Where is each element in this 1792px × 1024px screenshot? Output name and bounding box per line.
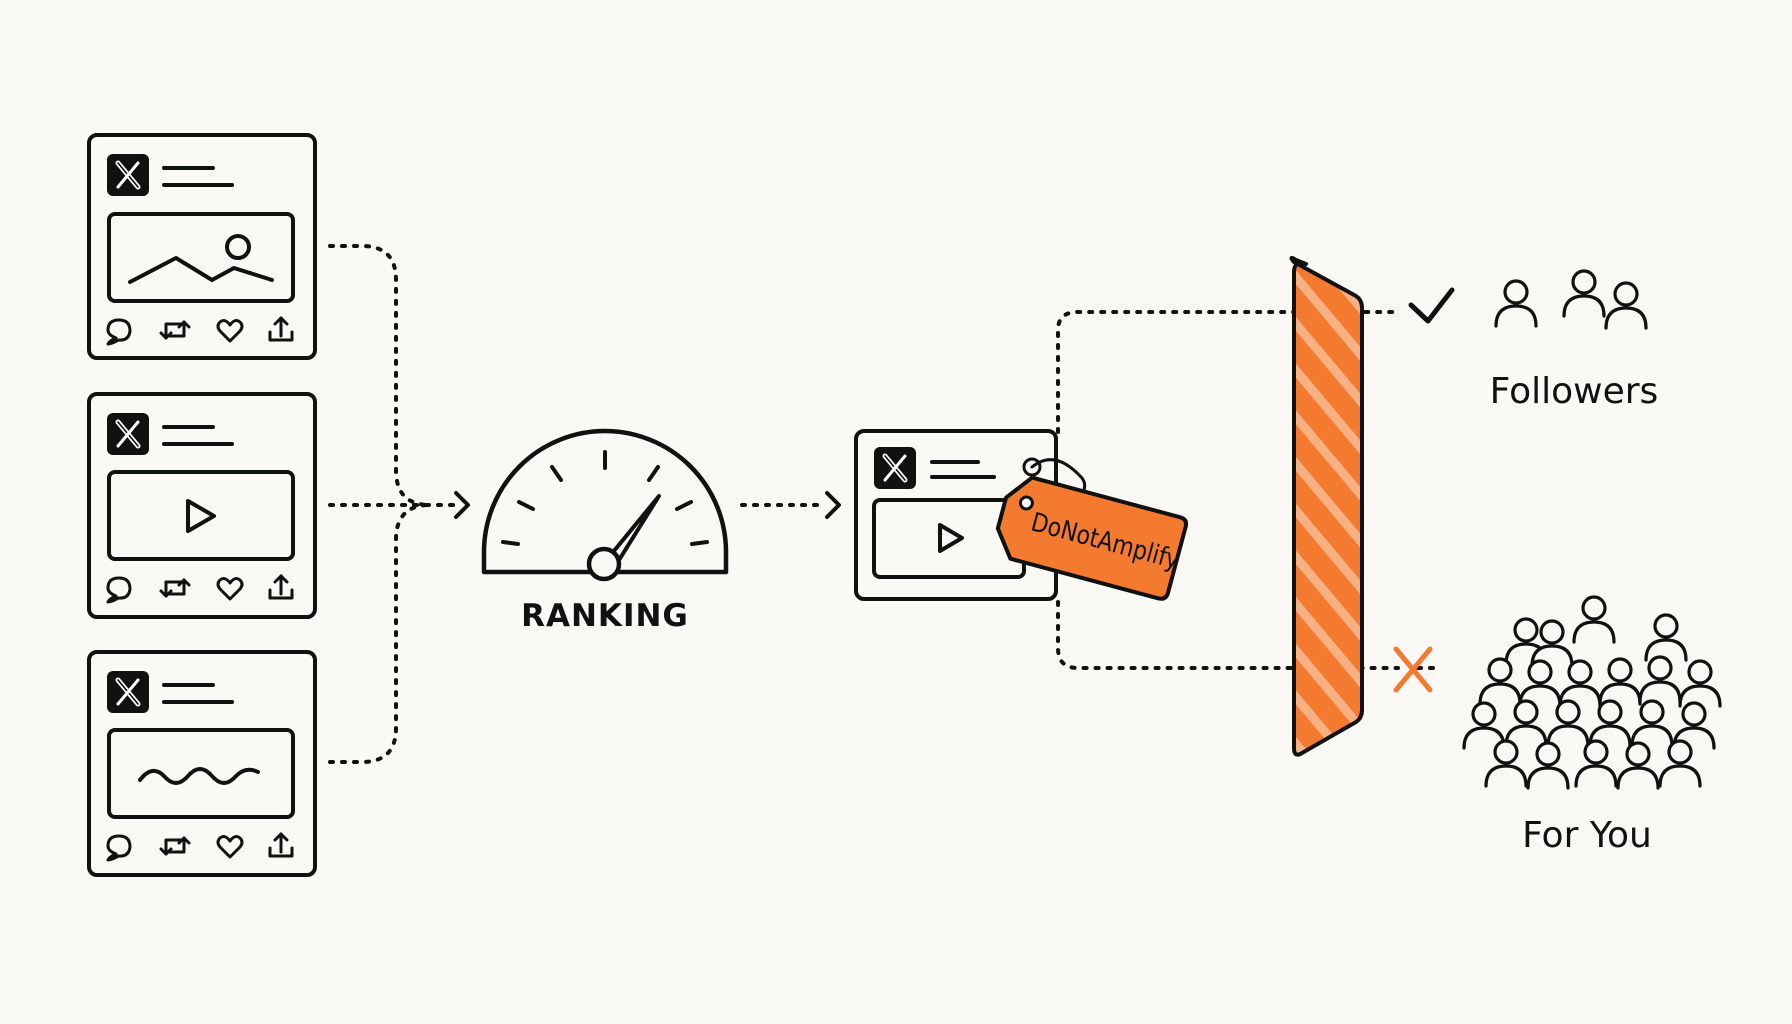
x-logo-icon [874, 447, 916, 489]
person-icon [1518, 659, 1562, 708]
person-icon [1546, 699, 1590, 748]
arrow-head-icon [825, 491, 841, 519]
followers-label: Followers [1490, 371, 1659, 412]
for-you-crowd-icon [1462, 595, 1722, 790]
person-icon [1558, 659, 1602, 708]
person-icon [1494, 279, 1538, 328]
gauge-ticks [501, 450, 709, 546]
post-card-video [87, 392, 317, 619]
person-icon [1526, 741, 1570, 790]
person-icon [1638, 655, 1682, 704]
squiggle-text-icon [138, 767, 260, 785]
person-icon [1574, 739, 1618, 788]
tag-ring [1022, 457, 1042, 477]
post-media-image [107, 212, 295, 303]
arrow-head-icon [454, 491, 470, 519]
post-text-lines [162, 166, 234, 187]
post-text-lines [930, 460, 996, 479]
gauge-dial [481, 428, 729, 575]
x-logo-icon [107, 413, 149, 455]
merge-connectors [328, 244, 462, 764]
post-card-image [87, 133, 317, 360]
person-icon [1562, 269, 1606, 318]
person-icon [1572, 595, 1616, 644]
post-text-lines [162, 425, 234, 446]
followers-group-icon [1494, 269, 1648, 330]
routing-connectors [1056, 310, 1442, 670]
person-icon [1504, 699, 1548, 748]
x-logo-icon [107, 671, 149, 713]
person-icon [1678, 659, 1722, 708]
ranking-gauge: RANKING [481, 428, 729, 634]
checkmark-icon [1408, 287, 1455, 324]
gauge-hub [586, 546, 622, 582]
person-icon [1604, 281, 1648, 330]
ranking-label: RANKING [521, 598, 689, 634]
post-text-lines [162, 683, 234, 704]
do-not-amplify-tag: DoNotAmplify [995, 457, 1189, 601]
post-media-video [107, 470, 295, 561]
person-icon [1462, 701, 1506, 750]
person-icon [1630, 699, 1674, 748]
tag-body [995, 475, 1189, 601]
for-you-label: For You [1522, 815, 1652, 856]
play-icon [186, 499, 216, 533]
x-logo-icon [107, 154, 149, 196]
person-icon [1588, 699, 1632, 748]
post-media-text [107, 728, 295, 819]
person-icon [1478, 657, 1522, 706]
sun-icon [225, 234, 251, 260]
amplification-barrier [1289, 255, 1364, 757]
post-card-text [87, 650, 317, 877]
person-icon [1598, 657, 1642, 706]
x-mark-icon [1393, 646, 1433, 693]
person-icon [1616, 741, 1660, 790]
play-icon [938, 523, 964, 553]
tag-hole [1018, 495, 1034, 511]
mountain-icon [128, 256, 274, 284]
person-icon [1644, 613, 1688, 662]
